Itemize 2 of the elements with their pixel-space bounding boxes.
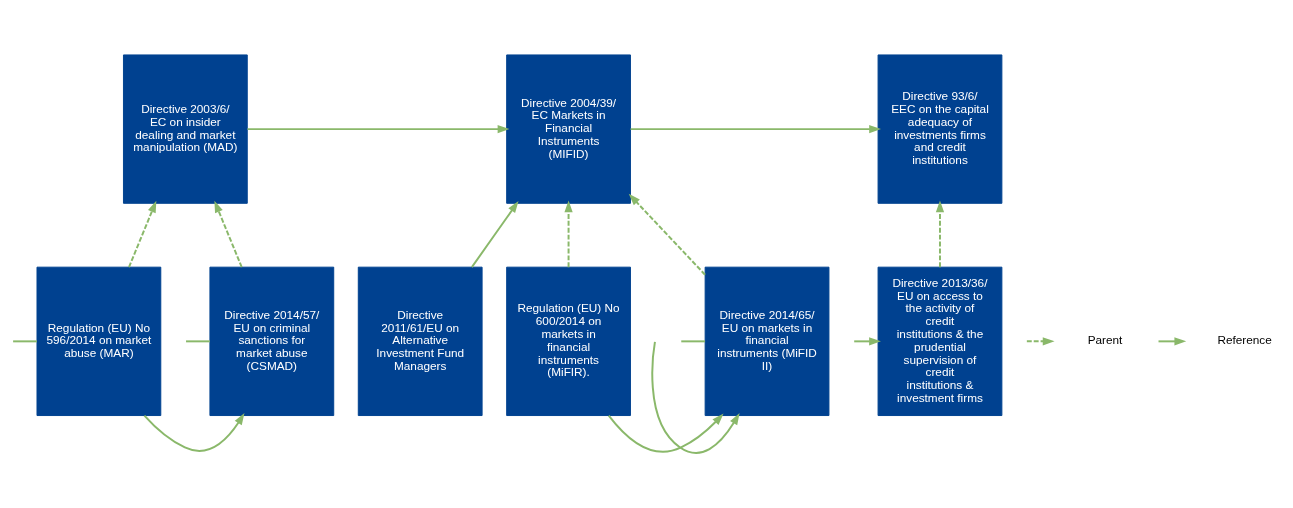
legend-label: Parent — [1087, 333, 1123, 347]
legend-label: Reference — [1217, 333, 1272, 347]
